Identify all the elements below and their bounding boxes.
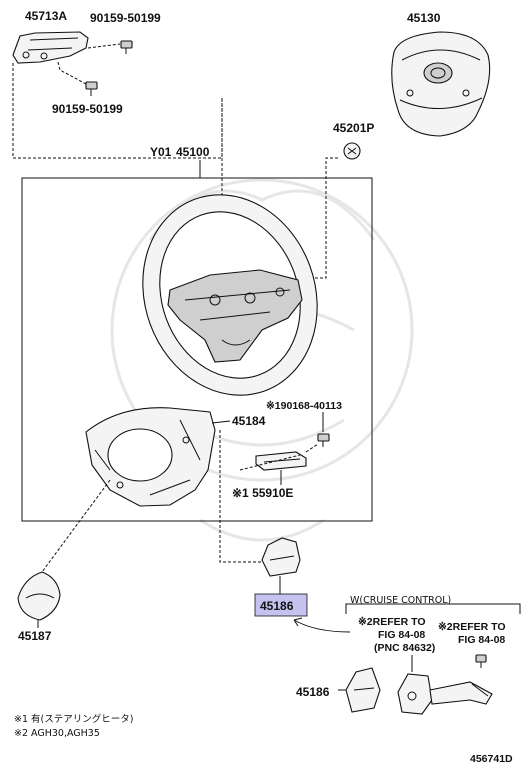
cruise-bracket (345, 603, 521, 614)
label-90159-bottom: 90159-50199 (52, 102, 123, 116)
label-90168: ※190168-40113 (266, 400, 342, 412)
leader-bracket-wheel (12, 63, 223, 295)
label-55910e: ※1 55910E (232, 486, 293, 500)
screw-90159-top[interactable] (120, 40, 133, 54)
cruise-arrow-head (293, 617, 303, 627)
label-45186-cruise: 45186 (296, 685, 330, 699)
leader-screw-top (87, 43, 121, 49)
cruise-cover-45186[interactable] (345, 667, 381, 713)
cruise-switch-lever[interactable] (397, 673, 493, 715)
clip-45201p[interactable] (343, 142, 361, 160)
leader-heater-screw (239, 443, 319, 471)
left-cover-45187[interactable] (17, 571, 61, 621)
assembly-frame (21, 177, 373, 522)
label-45100-prefix: Y01 (150, 145, 172, 159)
label-45201p: 45201P (333, 121, 374, 135)
heater-module-55910e[interactable] (255, 451, 307, 471)
label-45100: 45100 (176, 145, 210, 159)
cruise-title: W(CRUISE CONTROL) (350, 595, 451, 606)
label-45713a: 45713A (25, 9, 67, 23)
label-90159-top: 90159-50199 (90, 11, 161, 25)
refer-a-line1: ※2REFER TO (358, 616, 426, 628)
refer-a-line3: (PNC 84632) (374, 642, 435, 654)
diagram-id: 456741D (470, 753, 513, 765)
cruise-screw[interactable] (475, 654, 487, 668)
note-2: ※2 AGH30,AGH35 (14, 728, 100, 739)
steering-wheel-45100[interactable] (115, 170, 345, 420)
refer-b-line2: FIG 84-08 (458, 634, 505, 646)
note-1: ※1 有(ステアリングヒータ) (14, 713, 133, 725)
leader-45186-dash (219, 430, 262, 563)
leader-45184 (211, 420, 231, 424)
spiral-cover-45186[interactable] (261, 537, 301, 577)
highlight-45186 (254, 593, 308, 617)
leader-screw-bottom (57, 61, 87, 85)
leader-45187-dash (41, 479, 111, 573)
refer-b-line1: ※2REFER TO (438, 621, 506, 633)
label-45184: 45184 (232, 414, 266, 428)
lower-cover-45184[interactable] (85, 407, 216, 507)
cruise-arrow (293, 619, 351, 633)
screw-90159-bottom[interactable] (85, 81, 98, 96)
label-45186-highlight: 45186 (260, 599, 294, 613)
label-45130: 45130 (407, 11, 441, 25)
airbag-45130[interactable] (391, 31, 491, 137)
label-45187: 45187 (18, 629, 52, 643)
screw-90168[interactable] (317, 433, 330, 447)
bracket-45713a[interactable] (12, 31, 89, 64)
refer-a-line2: FIG 84-08 (378, 629, 425, 641)
